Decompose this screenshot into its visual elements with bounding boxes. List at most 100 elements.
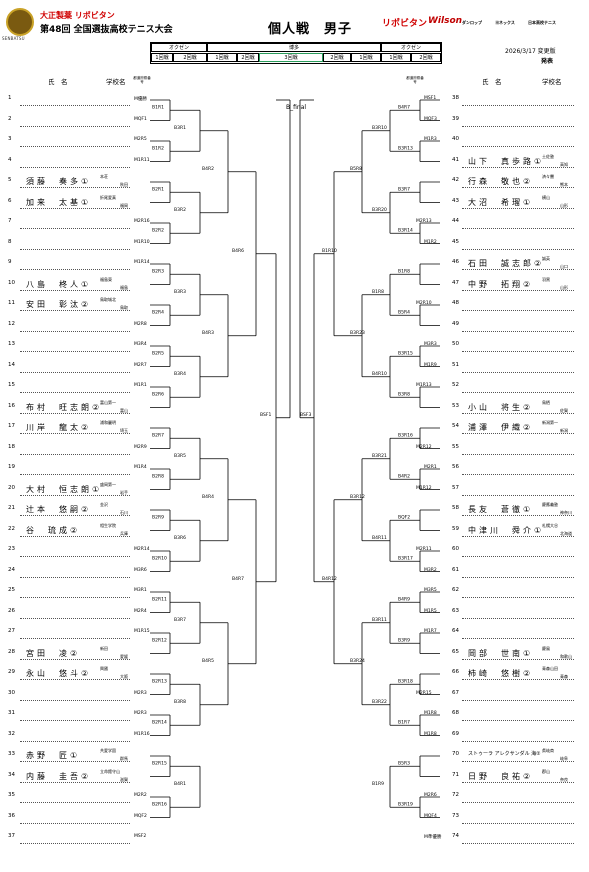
player-number: 18 — [8, 443, 15, 450]
entry-line — [20, 392, 130, 393]
entry-line — [462, 474, 574, 475]
round-label: B3R21 — [372, 453, 387, 459]
entry-line — [20, 105, 130, 106]
player-name: 赤野 匠① — [26, 751, 81, 760]
player-name: 永山 悠斗② — [26, 669, 92, 678]
round-label: B2R2 — [152, 227, 164, 233]
player-number: 41 — [452, 156, 459, 163]
round-label: B2R5 — [152, 350, 164, 356]
player-prefecture: 福島 — [120, 284, 128, 290]
player-school: 折尾愛真 — [100, 194, 116, 200]
player-number: 8 — [8, 238, 12, 245]
player-number: 31 — [8, 710, 15, 716]
round-label: B3R18 — [398, 678, 413, 684]
match-code: M1R5 — [424, 608, 437, 614]
player-number: 21 — [8, 505, 15, 511]
player-number: 64 — [452, 628, 459, 634]
match-code: M2R13 — [416, 219, 432, 224]
entry-line — [462, 269, 574, 270]
player-number: 1 — [8, 95, 12, 101]
entry-line — [20, 720, 130, 721]
entry-line — [462, 412, 574, 414]
round-label: B1R7 — [398, 719, 410, 725]
match-code: M2R9 — [134, 444, 147, 450]
round-label: B2R4 — [152, 309, 164, 315]
player-prefecture: 和歌山 — [560, 653, 572, 659]
player-number: 72 — [452, 792, 459, 798]
player-number: 66 — [452, 669, 459, 675]
player-number: 6 — [8, 197, 12, 204]
match-code: M2R5 — [134, 137, 147, 142]
entry-line — [20, 330, 130, 332]
schedule-cell: 1回戦 — [151, 53, 173, 62]
player-prefecture: 富山 — [120, 407, 128, 413]
round-label: B3R7 — [174, 617, 186, 623]
col-seed-right: 都道府県番号 — [406, 76, 424, 84]
entry-line — [462, 761, 574, 762]
match-code: M1R16 — [134, 731, 150, 737]
entry-line — [462, 289, 574, 291]
player-prefecture: 佐賀 — [560, 407, 568, 413]
col-seed-left: 都道府県番号 — [133, 76, 151, 84]
entry-line — [462, 617, 574, 619]
entry-line — [462, 453, 574, 455]
player-number: 56 — [452, 464, 459, 470]
player-name: 大村 恒志朗① — [26, 484, 103, 494]
player-number: 43 — [452, 197, 459, 204]
player-school: 立命館守山 — [100, 768, 120, 774]
round-label: B4R1 — [174, 781, 186, 787]
schedule-group-left: オクゼン — [151, 43, 207, 52]
match-code: M3R3 — [424, 342, 437, 347]
player-name: ストゥーラ アレクサンダル 海② — [468, 751, 541, 757]
logo-text: SENBATSU — [2, 36, 25, 41]
player-name: 加来 太基① — [26, 197, 92, 207]
entry-line — [462, 371, 574, 373]
player-number: 45 — [452, 238, 459, 245]
player-prefecture: 熊本 — [560, 182, 568, 187]
round-label: B3R8 — [398, 391, 410, 397]
entry-line — [462, 248, 574, 250]
match-code: M1R4 — [134, 465, 147, 470]
player-school: 富山第一 — [100, 399, 116, 405]
round-label: B2R15 — [152, 760, 167, 766]
player-prefecture: 北海道 — [560, 530, 572, 536]
round-label: B2R13 — [152, 678, 167, 684]
tournament-name: 第48回 全国選抜高校テニス大会 — [40, 25, 173, 35]
match-code: M1R2 — [424, 239, 437, 245]
final-label: B_final — [286, 104, 307, 111]
entry-line — [20, 310, 130, 311]
player-number: 20 — [8, 484, 15, 491]
player-school: 興國 — [100, 666, 108, 671]
player-prefecture: 山形 — [560, 202, 568, 208]
entry-line — [20, 617, 130, 619]
player-number: 22 — [8, 525, 15, 532]
player-number: 40 — [452, 136, 459, 142]
player-name: 柿崎 悠樹② — [468, 669, 534, 678]
round-label: B2R9 — [152, 514, 164, 520]
player-name: 須藤 奏多① — [26, 177, 92, 186]
player-name: 大沼 希瑠① — [468, 197, 534, 207]
entry-line — [20, 597, 130, 598]
player-school: 慶風 — [542, 645, 550, 651]
player-prefecture: 秋田 — [120, 182, 128, 187]
revision-date: 2026/3/17 変更版 — [505, 48, 556, 55]
match-code: M1R8 — [424, 731, 437, 737]
round-label: B1R10 — [322, 248, 337, 254]
round-label: B3R23 — [350, 330, 365, 336]
player-school: 浦和麗明 — [100, 420, 116, 425]
round-label: B3R10 — [372, 125, 387, 131]
match-code: M2R8 — [134, 321, 147, 327]
player-prefecture: 愛媛 — [120, 653, 128, 659]
entry-line — [462, 781, 574, 783]
player-number: 2 — [8, 115, 12, 122]
player-number: 65 — [452, 648, 459, 655]
sponsor-yonex: ヨネックス — [495, 20, 515, 25]
match-code: MQF3 — [424, 116, 437, 122]
player-prefecture: 岩手 — [120, 489, 128, 495]
round-label: B2R16 — [152, 801, 167, 807]
round-label: B5R4 — [398, 309, 410, 315]
entry-line — [462, 146, 574, 147]
round-label: B1R9 — [372, 781, 384, 787]
entry-line — [20, 146, 130, 147]
player-number: 68 — [452, 710, 459, 716]
